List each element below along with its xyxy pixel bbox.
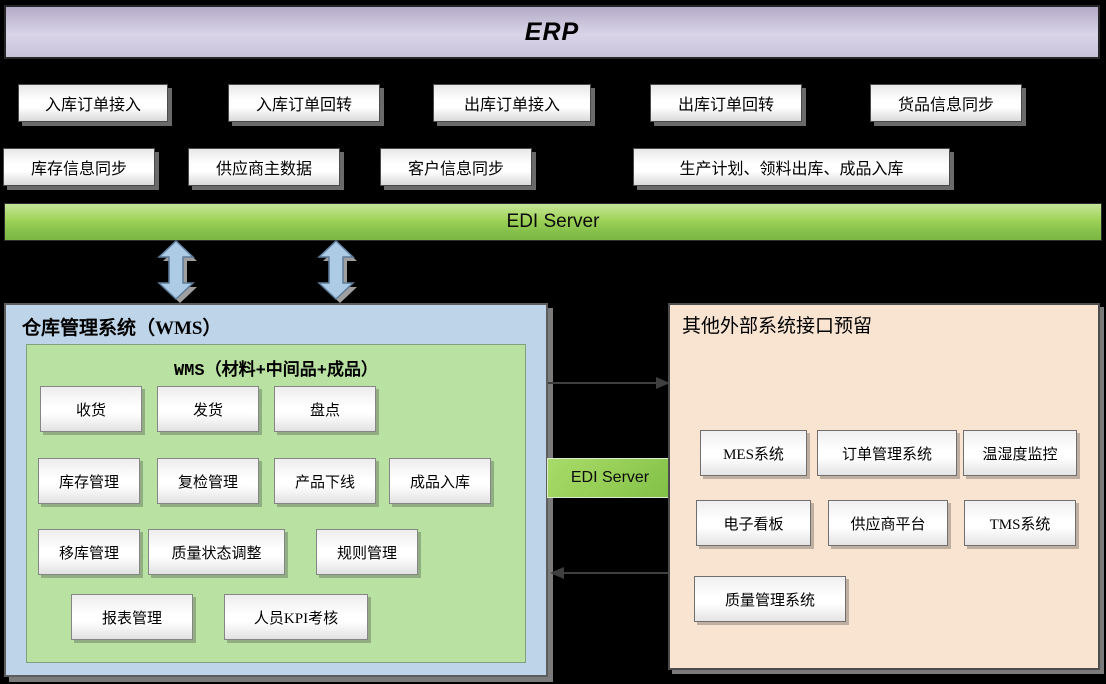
edi-server-bar: EDI Server — [4, 203, 1102, 241]
external-panel-title: 其他外部系统接口预留 — [682, 316, 873, 337]
erp-interface-production-plan: 生产计划、领料出库、成品入库 — [633, 148, 950, 186]
erp-interface-customer-info-sync: 客户信息同步 — [380, 148, 532, 186]
erp-banner-title: ERP — [524, 17, 580, 46]
wms-to-external-arrow-icon — [548, 377, 670, 389]
wms-panel-title: 仓库管理系统（WMS） — [22, 318, 222, 339]
wms-module-product-offline: 产品下线 — [274, 458, 376, 504]
external-system-mes: MES系统 — [700, 430, 807, 476]
erp-interface-inbound-order-back: 入库订单回转 — [228, 84, 380, 122]
external-to-wms-arrow-icon — [550, 567, 672, 579]
erp-interface-outbound-order-back: 出库订单回转 — [650, 84, 802, 122]
erp-interface-stock-info-sync: 库存信息同步 — [3, 148, 155, 186]
erp-interface-supplier-master: 供应商主数据 — [188, 148, 340, 186]
wms-module-recheck-mgmt: 复检管理 — [157, 458, 259, 504]
wms-subsystem-title: WMS（材料+中间品+成品） — [173, 362, 378, 381]
wms-module-rule-mgmt: 规则管理 — [316, 529, 418, 575]
wms-module-relocation-mgmt: 移库管理 — [38, 529, 140, 575]
wms-module-shipping: 发货 — [157, 386, 259, 432]
wms-module-receiving: 收货 — [40, 386, 142, 432]
external-system-e-board: 电子看板 — [696, 500, 811, 546]
erp-banner: ERP — [4, 5, 1100, 59]
edi-server-bar-label: EDI Server — [506, 211, 600, 232]
external-system-order-mgmt: 订单管理系统 — [817, 430, 957, 476]
edi-server-connector-box: EDI Server — [547, 458, 673, 498]
erp-interface-inbound-order-in: 入库订单接入 — [18, 84, 168, 122]
wms-module-finished-inbound: 成品入库 — [389, 458, 491, 504]
erp-interface-outbound-order-in: 出库订单接入 — [433, 84, 591, 122]
external-system-quality-mgmt: 质量管理系统 — [694, 576, 846, 622]
sync-double-arrow-icon — [157, 240, 197, 303]
edi-server-connector-label: EDI Server — [570, 469, 650, 486]
wms-module-report-mgmt: 报表管理 — [71, 594, 193, 640]
wms-module-inventory-mgmt: 库存管理 — [38, 458, 140, 504]
sync-double-arrow-icon — [317, 240, 357, 303]
wms-module-staff-kpi: 人员KPI考核 — [224, 594, 368, 640]
erp-interface-goods-info-sync: 货品信息同步 — [870, 84, 1022, 122]
external-systems-panel: 其他外部系统接口预留 MES系统 订单管理系统 温湿度监控 电子看板 供应商平台… — [668, 303, 1100, 670]
external-system-temp-humidity: 温湿度监控 — [963, 430, 1077, 476]
external-system-tms: TMS系统 — [964, 500, 1076, 546]
wms-module-quality-status-adj: 质量状态调整 — [148, 529, 285, 575]
wms-panel: 仓库管理系统（WMS） WMS（材料+中间品+成品） 收货 发货 盘点 库存管理… — [4, 303, 548, 677]
wms-subsystem-panel: WMS（材料+中间品+成品） 收货 发货 盘点 库存管理 复检管理 产品下线 成… — [26, 344, 526, 663]
external-system-supplier-platform: 供应商平台 — [828, 500, 948, 546]
wms-module-stocktake: 盘点 — [274, 386, 376, 432]
